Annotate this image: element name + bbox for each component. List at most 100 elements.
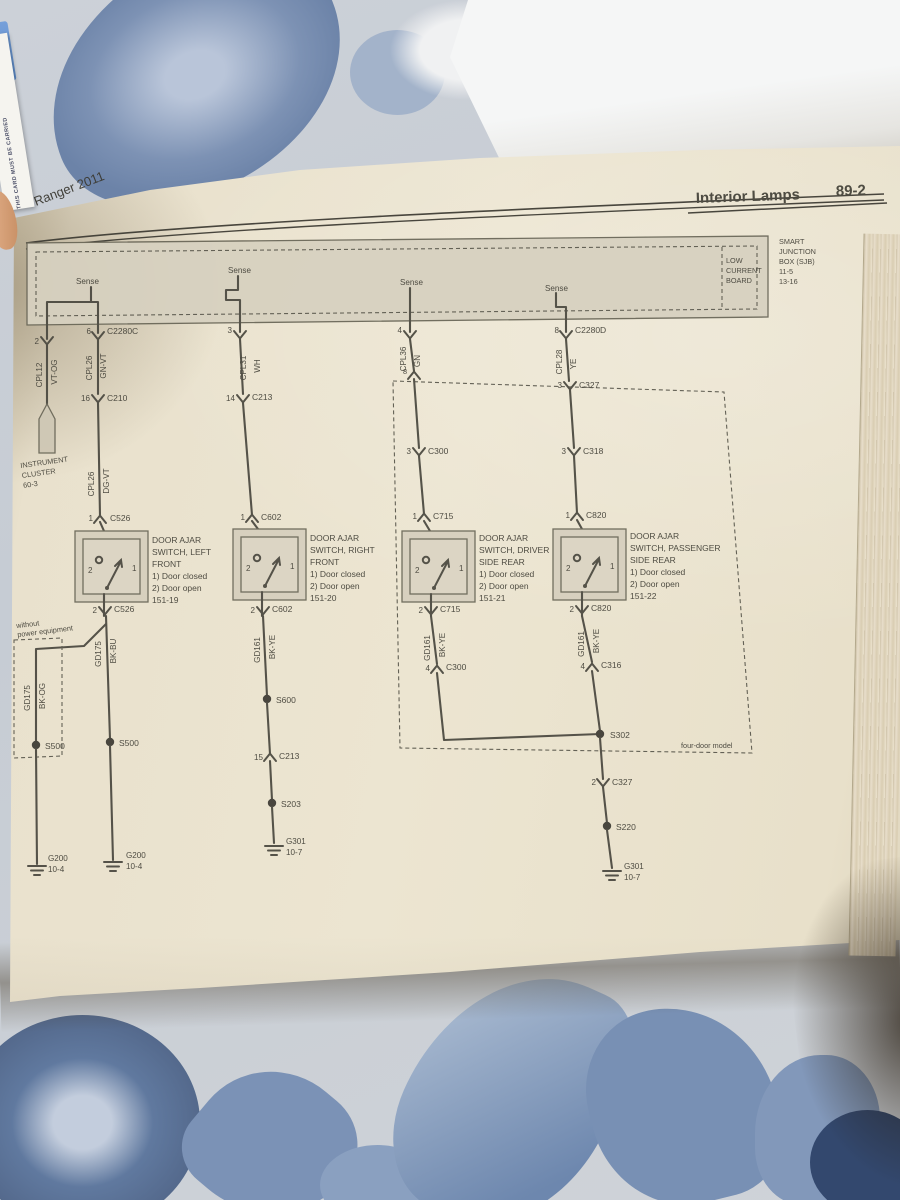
wire-gd161 [261, 614, 269, 698]
svg-text:SMART: SMART [779, 237, 805, 246]
wire-id: CPL26 [87, 471, 96, 496]
wire-color: BK-BU [109, 638, 118, 663]
wire-id: GD161 [423, 635, 432, 661]
connector-label: C210 [107, 393, 128, 403]
four-door-dashed-box [392, 380, 753, 754]
switch-pivot-icon [583, 584, 587, 588]
connector-label: C316 [601, 660, 622, 670]
pin-label: 3 [561, 447, 566, 456]
connector-arrow-icon [417, 512, 431, 522]
wire [270, 805, 276, 845]
ground-label: G200 [126, 851, 146, 860]
connector-arrow-icon [570, 511, 584, 521]
ground-page: 10-7 [286, 848, 303, 857]
ground-label: G301 [286, 837, 306, 846]
header-rule [25, 193, 885, 244]
circuit-left-front: 6 C2280C CPL26 GN-VT 16 C210 CPL26 DG-VT… [13, 326, 211, 876]
wire [412, 377, 421, 450]
splice-label: S500 [45, 741, 65, 751]
pin-label: 2 [418, 606, 423, 615]
terminal-number: 1 [610, 562, 615, 571]
wire [265, 701, 272, 756]
wire-color: WH [253, 359, 262, 373]
svg-text:DOOR AJAR: DOOR AJAR [310, 533, 359, 543]
wire [417, 454, 426, 516]
circuit-passenger-rear: 8 C2280D CPL28 YE 3 C327 3 C318 1 C820 [552, 325, 721, 882]
splice-dot [31, 740, 41, 750]
wire [601, 785, 609, 825]
svg-text:SIDE REAR: SIDE REAR [479, 557, 525, 567]
header-rule [25, 199, 885, 250]
svg-text:1) Door closed: 1) Door closed [152, 571, 208, 581]
svg-text:DOOR AJAR: DOOR AJAR [152, 535, 201, 545]
power-note: without power equipment [15, 618, 74, 639]
instrument-cluster-label: INSTRUMENT CLUSTER 60-3 [20, 454, 69, 490]
ground-icon [264, 845, 284, 856]
svg-text:151-20: 151-20 [310, 593, 337, 603]
connector-label: C327 [612, 777, 633, 787]
svg-text:CURRENT: CURRENT [726, 266, 762, 275]
splice-dot [105, 737, 115, 747]
switch-terminal-icon [421, 555, 431, 565]
pin-label: 14 [226, 394, 236, 403]
sjb-label: SMART JUNCTION BOX (SJB) 11-5 13-16 [779, 237, 816, 286]
svg-text:DOOR AJAR: DOOR AJAR [630, 531, 679, 541]
wire [572, 454, 579, 515]
wire [568, 388, 576, 450]
wire-gd175 [104, 614, 112, 741]
sense-trace [554, 291, 568, 334]
wire [34, 747, 39, 866]
wire-gd161 [429, 614, 439, 666]
connector-label: C820 [586, 510, 607, 520]
low-current-board-label: LOW CURRENT BOARD [726, 256, 762, 285]
pin-label: 2 [250, 606, 255, 615]
wire-color: BK-YE [438, 632, 447, 657]
terminal-number: 1 [459, 564, 464, 573]
svg-text:1) Door closed: 1) Door closed [310, 569, 366, 579]
splice-dot [602, 821, 612, 831]
connector-arrow-icon [236, 394, 250, 404]
sjb-inner-dashed [35, 245, 758, 317]
wire [96, 401, 102, 518]
switch-lever-icon [106, 557, 123, 589]
wire-id: CPL12 [35, 362, 44, 387]
switch-pivot-icon [263, 584, 267, 588]
terminal-number: 1 [132, 564, 137, 573]
page-model-label: Ranger 2011 [32, 168, 107, 209]
sense-label: Sense [545, 284, 568, 293]
connector-label: C300 [446, 662, 467, 672]
wire-color: DG-VT [102, 468, 111, 493]
wire-id: CPL26 [85, 355, 94, 380]
background-sheet [450, 0, 900, 168]
terminal-number: 2 [88, 566, 93, 575]
wire-id: GD175 [94, 641, 103, 667]
switch-description: DOOR AJAR SWITCH, RIGHT FRONT 1) Door cl… [310, 533, 375, 603]
connector-label: C318 [583, 446, 604, 456]
svg-text:60-3: 60-3 [23, 479, 39, 490]
wire-gd161 [580, 614, 594, 664]
splice-label: S500 [119, 738, 139, 748]
section-underline [687, 202, 888, 214]
four-door-note: four-door model [681, 741, 733, 750]
pin-label: 2 [34, 337, 39, 346]
connector-label: C715 [440, 604, 461, 614]
switch-description: DOOR AJAR SWITCH, PASSENGER SIDE REAR 1)… [630, 531, 721, 601]
connector-label: C602 [261, 512, 282, 522]
connector-label: C2280D [575, 325, 606, 335]
svg-text:151-19: 151-19 [152, 595, 179, 605]
wire [268, 759, 274, 802]
splice-dot [262, 694, 272, 704]
sense-trace [224, 274, 242, 334]
connector-label: C602 [272, 604, 293, 614]
pin-label: 2 [591, 778, 596, 787]
pin-label: 1 [240, 513, 245, 522]
svg-text:2) Door open: 2) Door open [310, 581, 360, 591]
connector-arrow-icon [263, 752, 277, 762]
pin-label: 1 [565, 511, 570, 520]
ground-icon [103, 861, 123, 872]
wire-color: VT-OG [50, 359, 59, 384]
switch-description: DOOR AJAR SWITCH, LEFT FRONT 1) Door clo… [152, 535, 211, 605]
pin-label: 8 [554, 326, 559, 335]
terminal-number: 1 [290, 562, 295, 571]
splice-dot [595, 729, 605, 739]
